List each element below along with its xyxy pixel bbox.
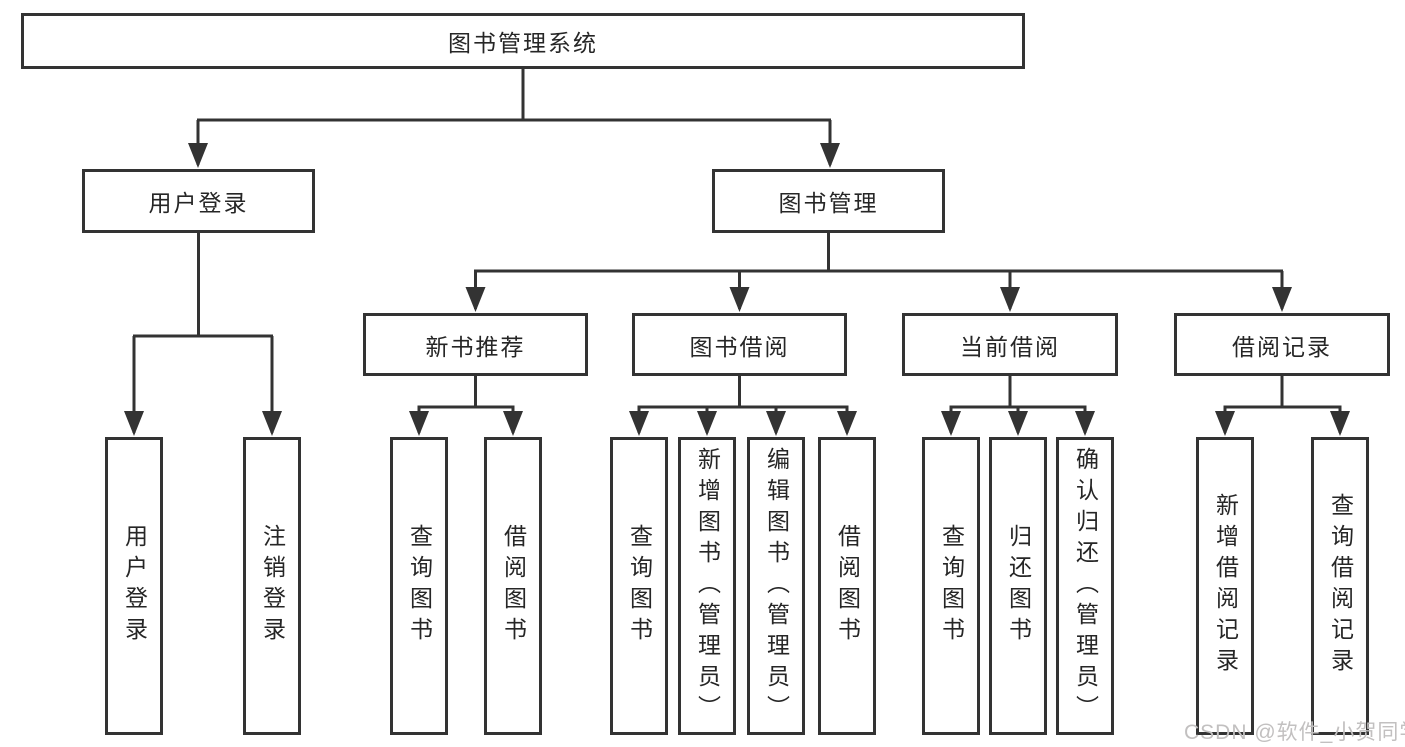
node-new-book-recommend: 新书推荐 <box>363 313 588 376</box>
leaf-query-books-current: 查询图书 <box>922 437 980 735</box>
leaf-query-books-current-label: 查询图书 <box>938 524 965 648</box>
leaf-user-login: 用户登录 <box>105 437 163 735</box>
leaf-borrow-books-borrowing: 借阅图书 <box>818 437 876 735</box>
node-book-management-label: 图书管理 <box>778 190 879 216</box>
leaf-edit-book-admin-label: 编辑图书（管理员） <box>763 446 790 726</box>
node-book-management: 图书管理 <box>712 169 945 233</box>
leaf-return-book-label: 归还图书 <box>1005 524 1032 648</box>
node-book-borrowing: 图书借阅 <box>632 313 847 376</box>
csdn-watermark: CSDN @软件_小贺同学 <box>1184 721 1405 744</box>
leaf-borrow-books-borrowing-label: 借阅图书 <box>834 524 861 648</box>
leaf-logout-label: 注销登录 <box>259 524 286 648</box>
leaf-query-books-borrowing: 查询图书 <box>610 437 668 735</box>
leaf-confirm-return-admin: 确认归还（管理员） <box>1056 437 1114 735</box>
leaf-add-borrow-record-label: 新增借阅记录 <box>1212 493 1239 679</box>
arrowheads <box>124 143 1350 436</box>
node-book-borrowing-label: 图书借阅 <box>689 333 790 360</box>
leaf-add-book-admin: 新增图书（管理员） <box>678 437 736 735</box>
node-borrowing-records-label: 借阅记录 <box>1232 333 1332 360</box>
leaf-query-borrow-record-label: 查询借阅记录 <box>1327 493 1354 679</box>
leaf-confirm-return-admin-label: 确认归还（管理员） <box>1072 446 1099 726</box>
leaf-user-login-label: 用户登录 <box>121 524 148 648</box>
node-library-system-label: 图书管理系统 <box>448 30 598 56</box>
leaf-logout: 注销登录 <box>243 437 301 735</box>
leaf-query-books-borrowing-label: 查询图书 <box>626 524 653 648</box>
node-current-borrowing-label: 当前借阅 <box>960 333 1060 360</box>
leaf-add-borrow-record: 新增借阅记录 <box>1196 437 1254 735</box>
leaf-query-borrow-record: 查询借阅记录 <box>1311 437 1369 735</box>
node-user-login: 用户登录 <box>82 169 315 233</box>
node-user-login-label: 用户登录 <box>148 190 249 216</box>
node-library-system: 图书管理系统 <box>21 13 1025 69</box>
node-current-borrowing: 当前借阅 <box>902 313 1118 376</box>
node-new-book-recommend-label: 新书推荐 <box>425 333 526 360</box>
leaf-return-book: 归还图书 <box>989 437 1047 735</box>
node-borrowing-records: 借阅记录 <box>1174 313 1390 376</box>
leaf-borrow-books-recommend-label: 借阅图书 <box>500 524 527 648</box>
leaf-add-book-admin-label: 新增图书（管理员） <box>694 446 721 726</box>
leaf-query-books-recommend-label: 查询图书 <box>406 524 433 648</box>
leaf-borrow-books-recommend: 借阅图书 <box>484 437 542 735</box>
leaf-query-books-recommend: 查询图书 <box>390 437 448 735</box>
leaf-edit-book-admin: 编辑图书（管理员） <box>747 437 805 735</box>
